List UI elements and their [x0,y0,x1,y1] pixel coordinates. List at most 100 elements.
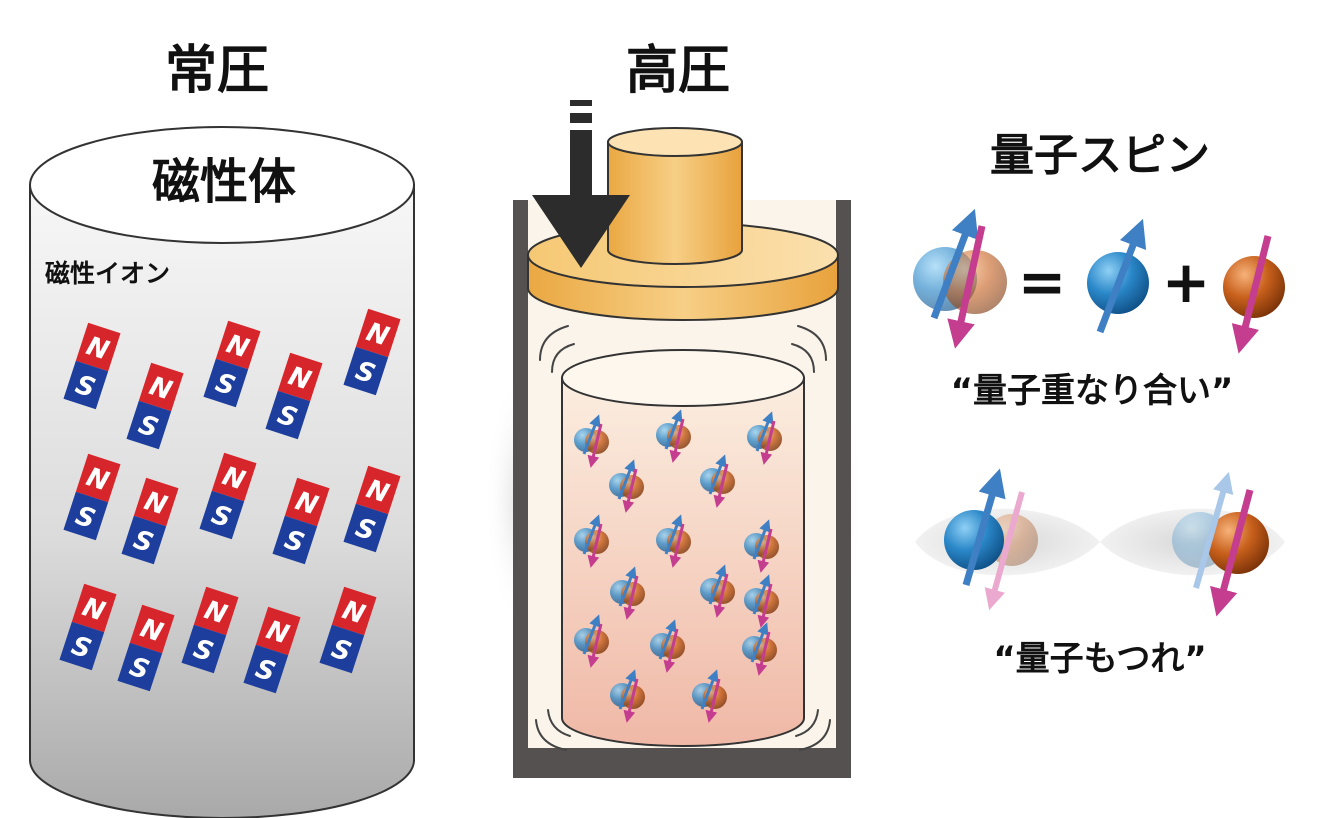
spin-pair [650,619,685,673]
magnet-north-pole [211,452,257,502]
magnet-north-pole [277,352,323,402]
superposition-spin [913,208,1007,349]
magnet-north-pole [71,583,117,633]
bar-magnet: NS [63,453,121,541]
magnet-south-pole [117,642,163,692]
piston [527,127,839,321]
spin-up-arrow [582,514,601,555]
spin-down-arrow [757,583,773,628]
spin-down-arrow [587,623,603,668]
bar-magnet: NS [343,465,401,553]
bar-magnet: NS [203,320,261,408]
bar-magnet: NS [181,586,239,674]
magnet-south-pole [343,346,389,396]
spin-up-arrow [708,564,727,605]
spin-up-arrow [752,519,771,560]
spin-pair [692,669,727,723]
magnet-south-pole [265,390,311,440]
spin-up-arrow [618,566,637,607]
magnet-north-pole [331,586,377,636]
bar-magnet: NS [199,452,257,540]
entanglement-spins [915,468,1285,617]
magnet-north-pole [215,320,261,370]
left-title: 常圧 [165,41,269,101]
superposition-caption: “量子重なり合い” [951,371,1234,411]
spin-up-blue [1087,218,1149,334]
spin-pair [574,414,609,468]
spin-pair-group [574,409,782,723]
spin-up-arrow [658,619,677,660]
spin-up-arrow [750,622,769,663]
bar-magnet: NS [272,477,330,565]
bar-magnet: NS [343,308,401,396]
spin-down-arrow [623,575,639,620]
spin-pair [609,459,644,513]
spin-down-arrow [669,418,685,463]
spin-pair [574,614,609,668]
middle-panel: 高圧 [484,41,864,778]
bar-magnet: NS [117,604,175,692]
vibration-marks [535,325,831,751]
spin-pair [744,574,779,628]
spin-down-orange [1223,235,1285,354]
magnet-south-pole [63,491,109,541]
magnet-south-pole [243,644,289,694]
spin-pair [610,669,645,723]
spin-pair [656,409,691,463]
right-panel: 量子スピン = + “量子重なり合い” [913,130,1285,679]
bar-magnet: NS [243,606,301,694]
equals-sign: = [1018,248,1067,316]
bar-magnet: NS [121,477,179,565]
spin-down-arrow [623,678,639,723]
spin-down-arrow [669,523,685,568]
middle-title: 高圧 [626,41,730,101]
spin-up-arrow [582,414,601,455]
bar-magnet: NS [126,362,184,450]
pressure-arrow [532,100,630,268]
spin-down-arrow [587,523,603,568]
spin-pair [742,622,777,676]
magnet-north-pole [193,586,239,636]
spin-up-arrow [708,454,727,495]
sample-cylinder [561,349,805,747]
bar-magnet: NS [63,322,121,410]
magnet-south-pole [319,624,365,674]
spin-pair [574,514,609,568]
magnet-south-pole [181,624,227,674]
magnet-north-pole [355,308,401,358]
spin-pair [747,411,782,465]
magnet-north-pole [255,606,301,656]
spin-up-arrow [752,574,771,615]
spin-down-arrow [587,423,603,468]
spin-down-arrow [663,628,679,673]
spin-up-arrow [664,409,683,450]
magnet-north-pole [355,465,401,515]
spin-down-arrow [622,468,638,513]
magnet-north-pole [75,453,121,503]
magnet-south-pole [272,515,318,565]
magnet-south-pole [121,515,167,565]
spin-up-arrow [664,514,683,555]
magnet-south-pole [343,503,389,553]
spin-pair [700,564,735,618]
spin-pair [744,519,779,573]
magnet-north-pole [133,477,179,527]
magnet-north-pole [284,477,330,527]
bar-magnet: NS [59,583,117,671]
spin-pair [700,454,735,508]
spin-down-arrow [713,463,729,508]
bar-magnet: NS [265,352,323,440]
spin-pair [656,514,691,568]
magnet-south-pole [199,490,245,540]
spin-up-arrow [582,614,601,655]
magnet-south-pole [203,358,249,408]
spin-up-arrow [700,669,719,710]
magnet-south-pole [63,360,109,410]
spin-down-arrow [760,420,776,465]
spin-down-arrow [757,528,773,573]
spin-up-arrow [618,669,637,710]
magnet-north-pole [138,362,184,412]
